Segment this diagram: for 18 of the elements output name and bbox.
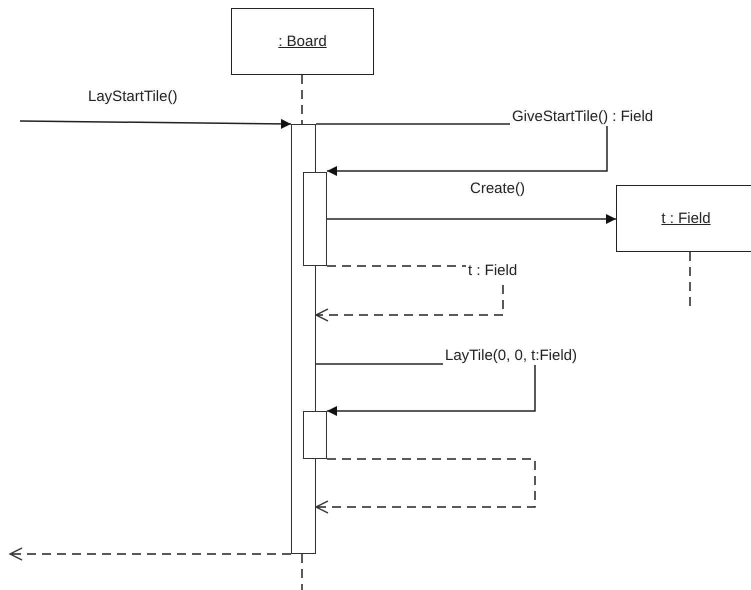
object-name: : Board bbox=[278, 33, 327, 50]
message-arrow bbox=[327, 214, 616, 224]
lifeline bbox=[301, 554, 303, 590]
message-label: GiveStartTile() : Field bbox=[510, 108, 656, 126]
message-label: Create() bbox=[468, 180, 528, 198]
activation-bar bbox=[303, 411, 327, 459]
message-label: LayStartTile() bbox=[86, 88, 180, 106]
message-label: t : Field bbox=[466, 262, 520, 280]
message-label: LayTile(0, 0, t:Field) bbox=[443, 347, 579, 365]
object-name: t : Field bbox=[661, 210, 711, 227]
return-arrow bbox=[315, 265, 504, 322]
object-box bbox=[231, 8, 374, 75]
return-arrow bbox=[9, 547, 291, 561]
return-arrow bbox=[315, 458, 536, 514]
lifeline bbox=[301, 75, 303, 124]
message-arrow bbox=[20, 118, 291, 129]
object-box bbox=[616, 185, 751, 252]
activation-bar bbox=[303, 172, 327, 266]
